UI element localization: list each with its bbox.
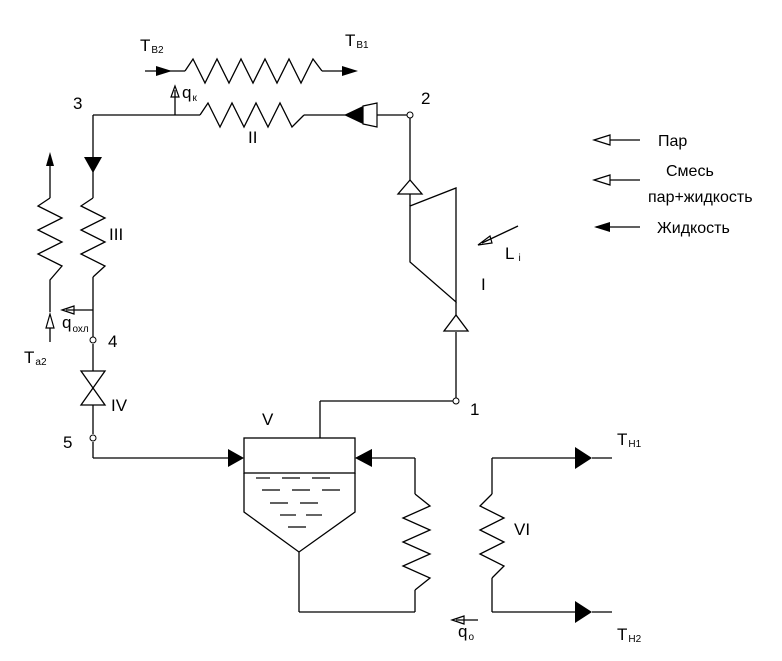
svg-text:Li: Li: [505, 244, 521, 264]
ta2-up-arrow-icon: [46, 152, 54, 166]
evaporator-coil: [401, 493, 432, 591]
compressor-outlet-vapor-icon: [396, 179, 424, 195]
tn1-arrow-icon: [575, 447, 592, 469]
tn1-sub: H1: [628, 439, 641, 450]
label-point-5: 5: [63, 433, 72, 452]
compressor-inlet-vapor-icon: [442, 313, 470, 332]
air-out-arrow-icon: [342, 66, 358, 76]
legend-mixture-label-1: Смесь: [666, 163, 714, 180]
component-labels: I II III IV V VI: [109, 128, 530, 539]
tv2-main: T: [140, 36, 150, 55]
refrigerant-circuit: [36, 84, 457, 613]
flow-markers: [84, 102, 378, 467]
legend-liquid-icon: [594, 222, 610, 232]
label-valve: IV: [111, 396, 128, 415]
svg-text:TB2: TB2: [140, 36, 164, 56]
qk-main: q: [182, 83, 191, 102]
tv1-main: T: [345, 31, 355, 50]
qohl-sub: охл: [72, 324, 88, 335]
legend-liquid-label: Жидкость: [657, 220, 730, 237]
ta2-bottom-arrow-icon: [45, 311, 55, 329]
qk-sub: к: [192, 93, 197, 104]
subcooler-coil: [79, 197, 107, 278]
li-sub: i: [518, 253, 520, 264]
point-labels: 1 2 3 4 5: [63, 89, 479, 452]
label-point-1: 1: [470, 400, 479, 419]
exchanger-vi-coil: [478, 493, 506, 579]
cooled-medium-exchanger: [450, 447, 612, 625]
legend-vapor-icon: [591, 134, 611, 146]
svg-text:TB1: TB1: [345, 31, 369, 51]
tv2-sub: B2: [151, 45, 164, 56]
label-point-4: 4: [108, 332, 117, 351]
qohl-arrow-icon: [60, 305, 75, 315]
tn2-sub: H2: [628, 634, 641, 645]
qo-main: q: [458, 622, 467, 641]
li-main: L: [505, 244, 514, 263]
svg-text:qохл: qохл: [62, 313, 89, 335]
label-separator: V: [262, 410, 274, 429]
tn1-main: T: [617, 430, 627, 449]
qk-arrow-icon: [170, 84, 180, 98]
legend-mixture-icon: [591, 174, 611, 186]
svg-text:qо: qо: [458, 622, 474, 643]
expansion-valve: [79, 370, 107, 406]
ta2-sub: a2: [35, 357, 47, 368]
separator-body: [243, 437, 356, 474]
label-condenser: II: [248, 128, 257, 147]
compressor: [396, 179, 519, 332]
label-point-2: 2: [421, 89, 430, 108]
tn2-main: T: [617, 625, 627, 644]
svg-text:Ta2: Ta2: [24, 348, 47, 368]
label-point-3: 3: [73, 94, 82, 113]
svg-text:qк: qк: [182, 83, 197, 104]
separator-inlet-liquid-icon: [228, 449, 244, 467]
legend-mixture-label-2: пар+жидкость: [648, 189, 753, 206]
svg-text:TH1: TH1: [617, 430, 642, 450]
legend-vapor-label: Пар: [658, 133, 687, 150]
svg-text:TH2: TH2: [617, 625, 642, 645]
temperature-labels: TB2 TB1 Ta2 TH1 TH2: [24, 31, 642, 645]
label-exchanger: VI: [514, 520, 530, 539]
cooling-air-flow: [145, 57, 358, 85]
qohl-main: q: [62, 313, 71, 332]
state-points: [89, 111, 460, 442]
liquid-down-arrow-icon: [84, 157, 102, 173]
label-subcooler: III: [109, 225, 123, 244]
mixture-arrow-icon: [344, 106, 363, 124]
ta2-main: T: [24, 348, 34, 367]
qo-sub: о: [468, 632, 474, 643]
label-compressor: I: [481, 275, 486, 294]
work-arrow-icon: [477, 234, 493, 246]
tn2-arrow-icon: [575, 601, 592, 623]
air-in-arrow-icon: [156, 66, 172, 76]
liquid-level: [256, 477, 340, 528]
legend: Пар Смесь пар+жидкость Жидкость: [591, 133, 753, 237]
tv1-sub: B1: [356, 40, 369, 51]
qo-arrow-icon: [450, 615, 465, 625]
condenser-coil: [199, 101, 305, 129]
